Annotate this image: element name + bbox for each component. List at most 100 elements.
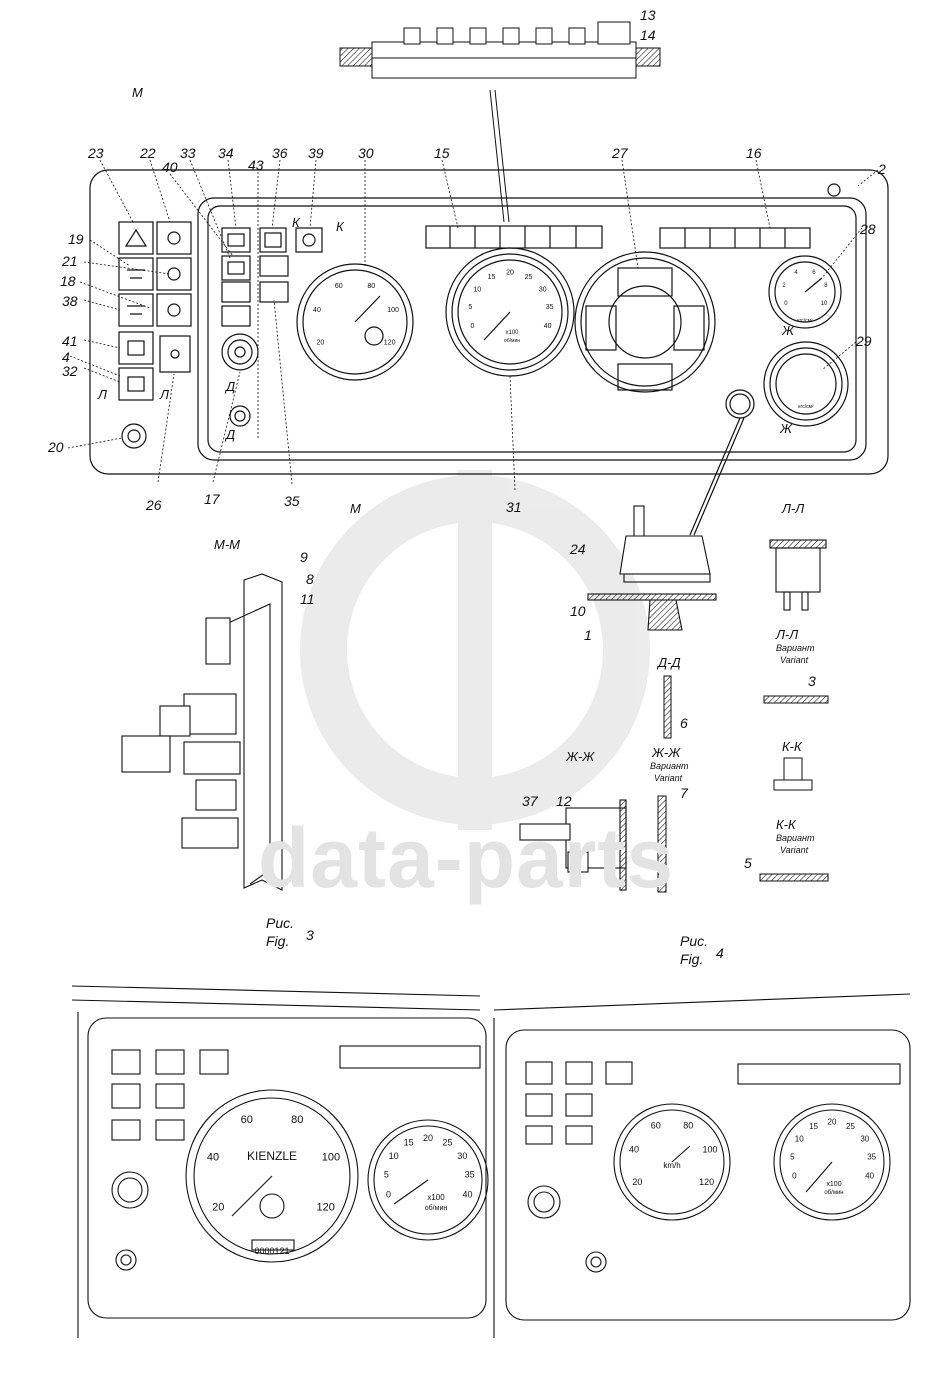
- section-mark-l-right: Л: [160, 387, 169, 402]
- speedo-tick-label: 40: [207, 1152, 219, 1164]
- top-switch-strip: [339, 21, 661, 223]
- callout-27: 27: [612, 145, 628, 161]
- tacho2-tick-label: 30: [860, 1135, 869, 1144]
- tacho-tick-label: 25: [442, 1138, 452, 1148]
- callout-32: 32: [62, 363, 78, 379]
- speedo-top-tick-label: 20: [316, 339, 324, 346]
- speedo2-tick-label: 40: [629, 1145, 639, 1155]
- tacho2-tick-label: 15: [809, 1122, 818, 1131]
- leader-lines: [67, 159, 879, 491]
- callout-19: 19: [68, 231, 84, 247]
- section-mark-m-top: М: [132, 85, 143, 100]
- section-mark-l-left: Л: [98, 387, 107, 402]
- callout-41: 41: [62, 333, 78, 349]
- callout-14: 14: [640, 27, 656, 43]
- fig4-number: 4: [716, 945, 724, 961]
- odometer-label: 0000121: [254, 1246, 289, 1256]
- speedo-tick-label: 100: [322, 1152, 340, 1164]
- fig4-caption-ru: Рис.: [680, 933, 709, 949]
- callout-43: 43: [248, 157, 264, 173]
- callout-18: 18: [60, 273, 76, 289]
- ll-variant-en: Variant: [780, 655, 809, 665]
- tacho-tick-label: 15: [404, 1138, 414, 1148]
- zhzh-variant-en: Variant: [654, 773, 683, 783]
- callout-2: 2: [878, 161, 886, 177]
- section-title-zhzh-variant: Ж-Ж: [652, 745, 681, 760]
- fig3-caption-ru: Рис.: [266, 915, 295, 931]
- tacho-top-tick-label: 5: [468, 304, 472, 311]
- callout-15: 15: [434, 145, 450, 161]
- section-mark-k-right: К: [336, 219, 344, 234]
- callout-5: 5: [744, 855, 752, 871]
- tacho-tick-label: 30: [457, 1151, 467, 1161]
- speedo2-tick-label: 120: [699, 1177, 714, 1187]
- section-mark-k-left: К: [292, 215, 300, 230]
- section-title-dd: Д-Д: [658, 655, 681, 670]
- tacho2-unit2-label: об/мин: [824, 1190, 843, 1196]
- fig3-number: 3: [306, 927, 314, 943]
- speedo-top-tick-label: 80: [367, 283, 375, 290]
- pressure2-unit-label: кгс/см²: [798, 404, 814, 410]
- tacho-tick-label: 5: [384, 1170, 389, 1180]
- callout-31: 31: [506, 499, 522, 515]
- callout-26: 26: [146, 497, 162, 513]
- zhzh-variant-ru: Вариант: [650, 761, 689, 771]
- pressure-tick-label: 2: [782, 283, 786, 289]
- tacho2-tick-label: 10: [795, 1135, 804, 1144]
- tacho2-tick-label: 35: [867, 1152, 876, 1161]
- speedo2-tick-label: 60: [651, 1120, 661, 1130]
- section-mark-zh-top: Ж: [782, 323, 794, 338]
- callout-8: 8: [306, 571, 314, 587]
- callout-33: 33: [180, 145, 196, 161]
- callout-17: 17: [204, 491, 220, 507]
- tacho-top-tick-label: 40: [544, 323, 552, 330]
- tacho-top-tick-label: 25: [525, 274, 533, 281]
- pressure-tick-label: 6: [812, 270, 816, 276]
- speedo-top-tick-label: 60: [335, 283, 343, 290]
- callout-21: 21: [62, 253, 78, 269]
- section-mark-d-bottom: Д: [226, 427, 236, 442]
- callout-35: 35: [284, 493, 300, 509]
- callout-36: 36: [272, 145, 288, 161]
- pressure-tick-label: 8: [824, 283, 828, 289]
- callout-34: 34: [218, 145, 234, 161]
- callout-3: 3: [808, 673, 816, 689]
- callout-10: 10: [570, 603, 586, 619]
- tacho-unit-label: x100: [427, 1193, 445, 1202]
- ll-variant-ru: Вариант: [776, 643, 815, 653]
- speedo2-tick-label: 100: [703, 1145, 718, 1155]
- pressure-unit-label: кгс/см²: [797, 318, 813, 324]
- tacho-top-tick-label: 0: [470, 323, 474, 330]
- section-mm-view: [121, 573, 283, 891]
- fig4-caption-en: Fig.: [680, 951, 704, 967]
- section-mark-d-top: Д: [226, 379, 236, 394]
- callout-24: 24: [570, 541, 586, 557]
- speedo-top-tick-label: 40: [313, 307, 321, 314]
- callout-29: 29: [856, 333, 872, 349]
- bottom-right-panel: [493, 993, 911, 1338]
- pressure-tick-label: 0: [784, 301, 788, 307]
- watermark-logo: [300, 470, 650, 830]
- tacho-top-tick-label: 10: [473, 286, 481, 293]
- bottom-left-panel: [71, 985, 489, 1338]
- callout-30: 30: [358, 145, 374, 161]
- section-mark-m-bottom: М: [350, 501, 361, 516]
- tacho2-tick-label: 20: [828, 1118, 837, 1127]
- tacho-top-tick-label: 15: [488, 274, 496, 281]
- hatched-details: [657, 675, 829, 893]
- callout-23: 23: [88, 145, 104, 161]
- callout-11: 11: [300, 591, 315, 607]
- tacho-tick-label: 35: [465, 1170, 475, 1180]
- fig3-caption-en: Fig.: [266, 933, 290, 949]
- tacho-top-tick-label: 35: [546, 304, 554, 311]
- callout-6: 6: [680, 715, 688, 731]
- callout-7: 7: [680, 785, 688, 801]
- tacho-tick-label: 10: [389, 1151, 399, 1161]
- callout-40: 40: [162, 159, 178, 175]
- pressure-tick-label: 10: [821, 301, 828, 307]
- tacho2-unit-label: x100: [826, 1181, 841, 1188]
- speedo-tick-label: 80: [291, 1114, 303, 1126]
- tacho-top-tick-label: 20: [506, 269, 514, 276]
